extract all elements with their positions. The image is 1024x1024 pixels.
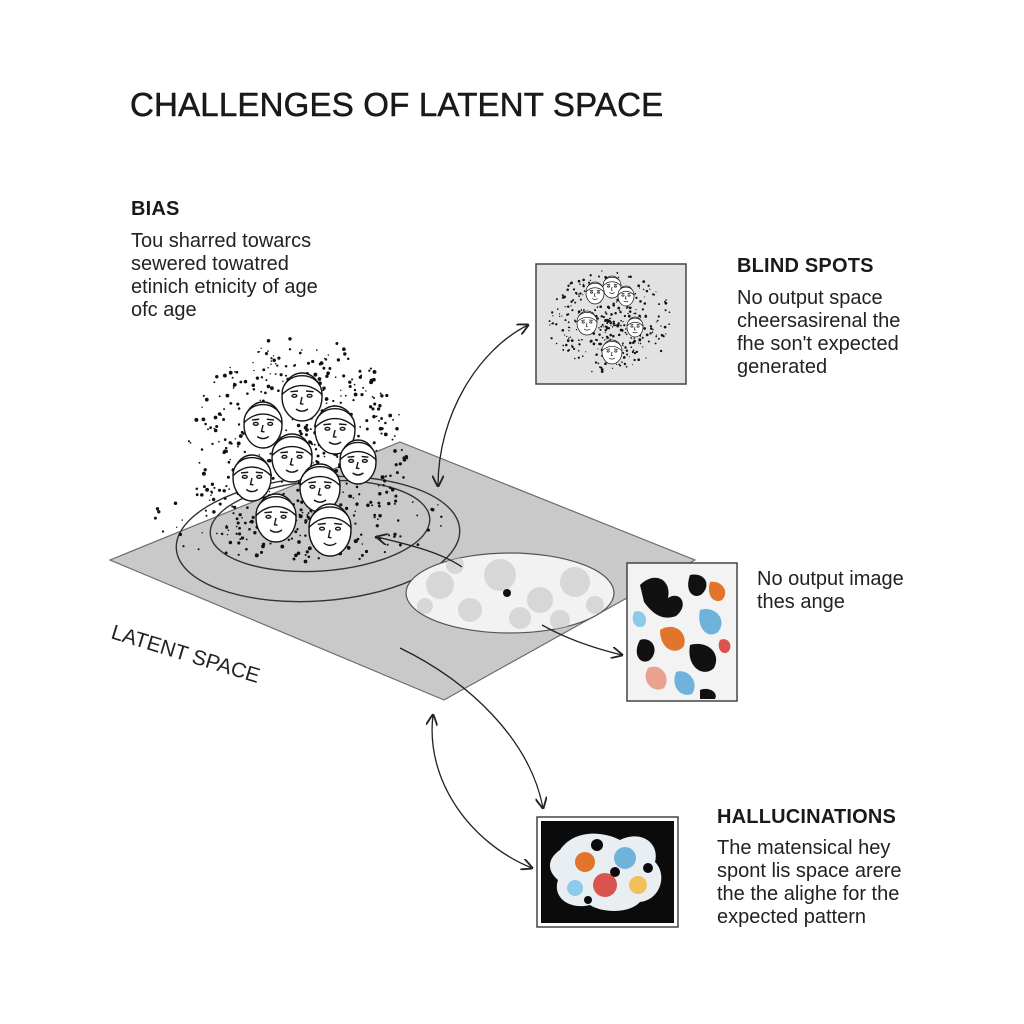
hallucinations-description: The matensical hey spont lis space arere… <box>717 837 902 929</box>
hallucinations-line: spont lis space arere <box>717 860 902 882</box>
hallucination-thumbnail <box>536 816 679 928</box>
arrow-to-abstract-image <box>541 624 622 655</box>
hallucinations-heading: HALLUCINATIONS <box>717 806 897 828</box>
arrow-hallucination-loop <box>432 715 532 868</box>
bias-line: etinich etnicity of age <box>131 276 318 298</box>
blind-spots-thumbnail <box>535 263 687 385</box>
latent-space-label: LATENT SPACE <box>109 621 263 688</box>
sparse-region <box>405 552 615 634</box>
blind-spots-line: fhe son't expected <box>737 333 899 355</box>
blind-spots-description: No output space cheersasirenal the fhe s… <box>737 287 900 379</box>
hallucinations-line: the the alighe for the <box>717 883 900 905</box>
bias-description: Tou sharred towarcs sewered towatred eti… <box>131 230 318 322</box>
blind-spots-line: cheersasirenal the <box>737 310 901 332</box>
arrow-to-bias-cluster <box>377 537 463 568</box>
face-cluster <box>232 372 377 557</box>
blind-spots-line: No output space <box>737 287 883 309</box>
hallucinations-line: expected pattern <box>717 906 866 928</box>
bias-heading: BIAS <box>131 198 180 220</box>
no-output-description: No output image thes ange <box>757 568 904 614</box>
page-title: CHALLENGES OF LATENT SPACE <box>130 86 664 124</box>
arrows <box>377 325 622 868</box>
bias-line: sewered towatred <box>131 253 289 275</box>
hallucinations-line: The matensical hey <box>717 837 891 859</box>
abstract-output-image <box>626 562 738 702</box>
blind-spots-heading: BLIND SPOTS <box>737 255 874 277</box>
arrow-blind-spots <box>438 325 528 486</box>
bias-line: Tou sharred towarcs <box>131 230 312 252</box>
bias-line: ofc age <box>131 299 197 321</box>
no-output-line: thes ange <box>757 591 845 613</box>
no-output-line: No output image <box>757 568 904 590</box>
blind-spots-line: generated <box>737 356 828 378</box>
